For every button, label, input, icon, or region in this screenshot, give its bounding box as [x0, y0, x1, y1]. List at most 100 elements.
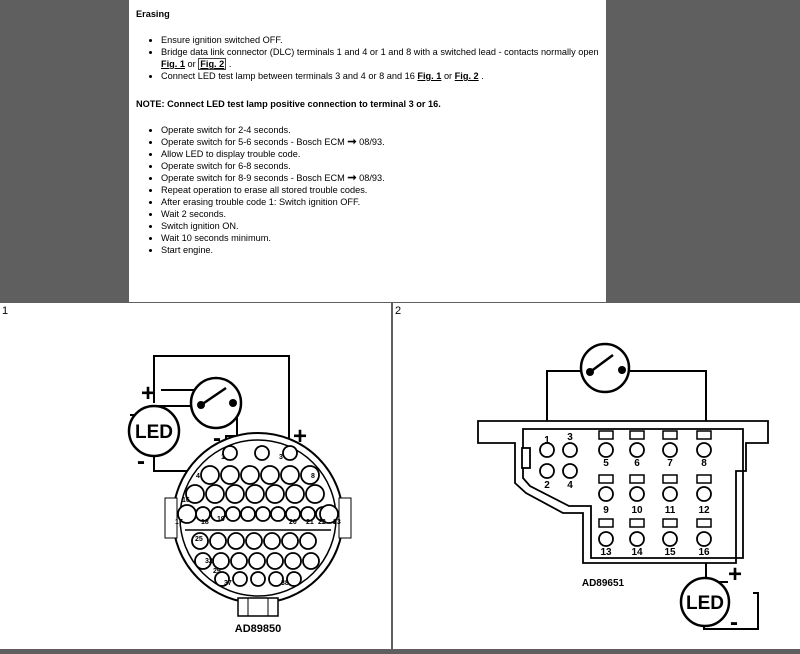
- list-item: Repeat operation to erase all stored tro…: [161, 184, 599, 196]
- connector-pin: [629, 486, 645, 502]
- op-text: Wait 2 seconds.: [161, 209, 227, 219]
- connector-pin: [214, 571, 230, 587]
- fig-2-link[interactable]: Fig. 2: [454, 71, 479, 81]
- list-item: Switch ignition ON.: [161, 220, 599, 232]
- connector-pin-slot: [598, 518, 614, 528]
- connector-pin: [209, 532, 227, 550]
- connector-pins: [539, 430, 712, 547]
- led-minus-label: -: [730, 609, 738, 636]
- erasing-text-panel: Erasing Ensure ignition switched OFF. Br…: [129, 0, 606, 302]
- op-text: Switch ignition ON.: [161, 221, 239, 231]
- led-minus-label: -: [137, 448, 145, 475]
- connector-pin: [562, 442, 578, 458]
- figure-code: AD89651: [582, 578, 625, 589]
- pin-label: 16: [698, 547, 710, 558]
- pin-label: 8: [311, 473, 315, 480]
- connector-pin-slot: [662, 518, 678, 528]
- connector-pin: [662, 442, 678, 458]
- connector-pin: [220, 465, 240, 485]
- op-text: Repeat operation to erase all stored tro…: [161, 185, 368, 195]
- switch-icon: [189, 376, 243, 430]
- connector-pin: [260, 465, 280, 485]
- connector-pin: [194, 552, 212, 570]
- list-item: Wait 2 seconds.: [161, 208, 599, 220]
- list-item: Ensure ignition switched OFF.: [161, 34, 599, 46]
- section-title: Erasing: [136, 9, 170, 19]
- pin-label: 16: [182, 497, 190, 504]
- pin-labels: 1 3 2 4 5 6 7 8 9 10 11 12 13 14 15 16: [544, 432, 710, 558]
- list-item: Connect LED test lamp between terminals …: [161, 70, 599, 82]
- connector-pin: [598, 442, 614, 458]
- pin-label: 9: [603, 505, 609, 516]
- connector-pin: [225, 484, 245, 504]
- pin-label: 7: [667, 458, 673, 469]
- connector-pin-slot: [662, 430, 678, 440]
- connector-pin: [299, 532, 317, 550]
- arrow-right-icon: ➞: [347, 136, 357, 148]
- list-item: Operate switch for 6-8 seconds.: [161, 160, 599, 172]
- figure-2-panel: 2 LED + - 1: [393, 303, 800, 649]
- connector-pin: [268, 571, 284, 587]
- pin-label: 3: [279, 454, 283, 461]
- connector-pin: [281, 532, 299, 550]
- connector-pin: [300, 465, 320, 485]
- figure-number: 2: [395, 305, 402, 317]
- connector-pin: [240, 506, 256, 522]
- switch-lead-wire: [546, 370, 586, 440]
- pin-label: 4: [567, 480, 573, 491]
- connector-pin: [696, 486, 712, 502]
- connector-pin: [300, 506, 316, 522]
- led-label: LED: [686, 593, 724, 614]
- op-text: Operate switch for 2-4 seconds.: [161, 125, 291, 135]
- list-item: Wait 10 seconds minimum.: [161, 232, 599, 244]
- pin-label: 11: [665, 505, 676, 516]
- pin-label: 22: [318, 519, 326, 526]
- pin-label: 17: [175, 519, 183, 526]
- connector-pin: [245, 484, 265, 504]
- connector-pin: [232, 571, 248, 587]
- pin-label: 1: [221, 454, 225, 461]
- fig-1-link[interactable]: Fig. 1: [417, 71, 442, 81]
- pin-label: 13: [600, 547, 612, 558]
- pin-label: 37: [224, 580, 232, 587]
- connector-pin: [319, 504, 339, 524]
- list-item: Operate switch for 2-4 seconds.: [161, 124, 599, 136]
- led-lamp-icon: LED: [127, 404, 181, 458]
- connector-pin: [225, 506, 241, 522]
- connector-pin: [185, 484, 205, 504]
- pin-label: 5: [603, 458, 609, 469]
- list-item: After erasing trouble code 1: Switch ign…: [161, 196, 599, 208]
- fig-2-link[interactable]: Fig. 2: [198, 58, 227, 70]
- step-text: or: [441, 71, 455, 81]
- connector-pin: [254, 445, 270, 461]
- step-text: Bridge data link connector (DLC) termina…: [161, 47, 599, 57]
- pin-label: 32: [205, 558, 213, 565]
- note-text: NOTE: Connect LED test lamp positive con…: [136, 99, 441, 109]
- list-item: Bridge data link connector (DLC) termina…: [161, 46, 599, 70]
- pin-label: 8: [701, 458, 707, 469]
- fig-1-link[interactable]: Fig. 1: [161, 59, 185, 69]
- connector-pin: [191, 532, 209, 550]
- connector-pin: [248, 552, 266, 570]
- connector-pin: [629, 442, 645, 458]
- connector-pin: [177, 504, 197, 524]
- figure-number: 1: [2, 305, 9, 317]
- connector-pin: [598, 531, 614, 547]
- list-item: Operate switch for 8-9 seconds - Bosch E…: [161, 172, 599, 184]
- connector-pin: [285, 506, 301, 522]
- connector-pin: [250, 571, 266, 587]
- pin-label: 25: [195, 536, 203, 543]
- connector-pins: [177, 445, 339, 587]
- led-lamp-icon: LED: [679, 576, 731, 628]
- figure-1-diagram: LED + - - + 1 3 4 8 16 17 18 19 20 21: [127, 355, 352, 635]
- connector-pin: [696, 442, 712, 458]
- connector-pin: [230, 552, 248, 570]
- connector-pin: [255, 506, 271, 522]
- figure-code: AD89850: [235, 623, 281, 635]
- connector-pin-slot: [598, 430, 614, 440]
- pin-label: 21: [306, 519, 314, 526]
- connector-pin: [539, 442, 555, 458]
- led-plus-label: +: [141, 380, 155, 407]
- step-text: Ensure ignition switched OFF.: [161, 35, 283, 45]
- terminal-minus-label: -: [213, 425, 221, 452]
